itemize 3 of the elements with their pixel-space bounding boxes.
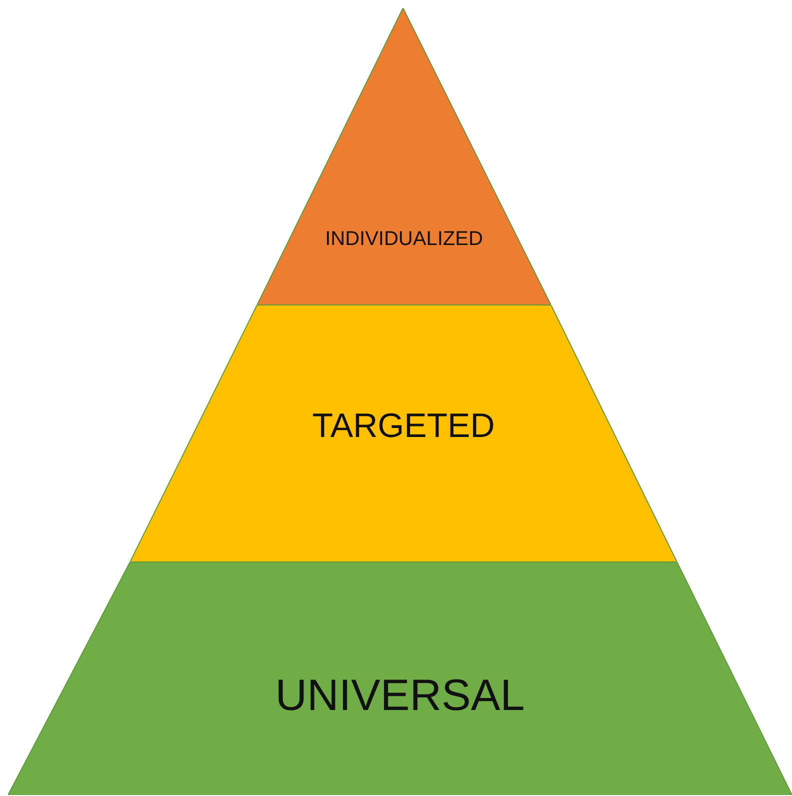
- tier-label: UNIVERSAL: [275, 670, 525, 721]
- tier-label: TARGETED: [312, 406, 495, 446]
- tier-label: INDIVIDUALIZED: [325, 228, 483, 251]
